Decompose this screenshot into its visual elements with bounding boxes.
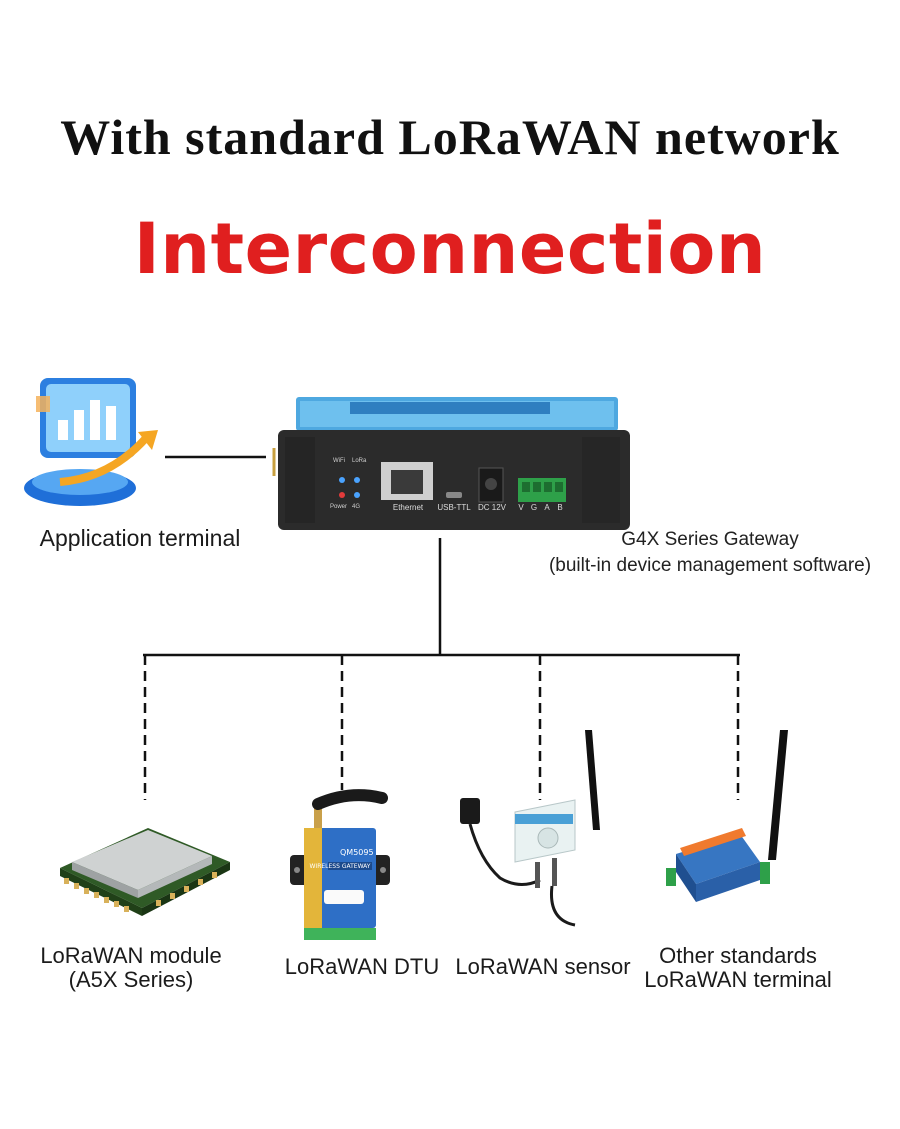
port-label-g: G (530, 503, 538, 512)
lora-module-chip-icon (60, 828, 230, 916)
led-label-power: Power (330, 504, 348, 510)
port-label-usb-ttl: USB-TTL (437, 503, 471, 512)
device-label-terminal-line2: LoRaWAN terminal (644, 967, 832, 992)
dtu-banner-text: WIRELESS GATEWAY (310, 863, 371, 870)
led-label-lora: LoRa (352, 458, 367, 464)
device-label-dtu-line1: LoRaWAN DTU (284, 954, 440, 979)
gateway-label-line1: G4X Series Gateway (621, 529, 799, 550)
gateway-label-line2: (built-in device management software) (548, 555, 872, 576)
device-label-terminal-line1: Other standards (659, 943, 817, 968)
terminal-device-icon (666, 730, 788, 902)
connector-lines (143, 455, 740, 800)
dtu-model-text: QM5095 (340, 848, 374, 857)
chart-monitor-icon (24, 378, 158, 506)
dtu-device-icon (290, 789, 390, 940)
device-label-dtu: LoRaWAN DTU (272, 955, 452, 979)
port-label-b: B (557, 503, 563, 512)
device-label-sensor-line1: LoRaWAN sensor (455, 954, 631, 979)
device-label-terminal: Other standards LoRaWAN terminal (630, 944, 846, 992)
title-line-2: Interconnection (133, 208, 767, 290)
port-label-a: A (544, 503, 550, 512)
application-terminal-label: Application terminal (39, 525, 241, 551)
led-label-wifi: WiFi (333, 458, 345, 464)
device-label-module-line2: (A5X Series) (68, 967, 194, 992)
device-label-module: LoRaWAN module (A5X Series) (16, 944, 246, 992)
device-label-module-line1: LoRaWAN module (40, 943, 222, 968)
title-line-1: With standard LoRaWAN network (60, 109, 840, 165)
sensor-device-icon (460, 730, 600, 927)
device-label-sensor: LoRaWAN sensor (448, 955, 638, 979)
gateway-label: G4X Series Gateway (built-in device mana… (500, 527, 900, 579)
port-label-v: V (518, 503, 524, 512)
led-label-4g: 4G (352, 504, 361, 510)
port-label-ethernet: Ethernet (392, 503, 424, 512)
gateway-device-icon (272, 397, 630, 530)
port-label-dc-12v: DC 12V (477, 503, 506, 512)
